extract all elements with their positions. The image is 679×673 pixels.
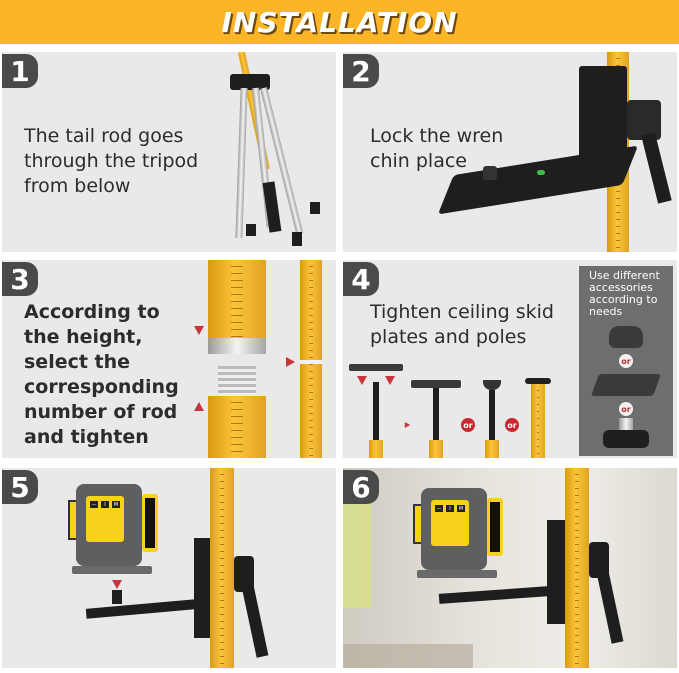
step-4-text: Tighten ceiling skid plates and poles (370, 301, 554, 348)
laser-button: M (457, 505, 465, 512)
clamp-lever (641, 132, 672, 204)
laser-button: I (101, 501, 109, 508)
worker-figure (343, 488, 371, 608)
or-badge: or (461, 418, 475, 432)
arrow-down-icon (194, 326, 204, 335)
step-3-panel: 3 According to the height, select the co… (2, 260, 336, 458)
upper-rod-segment (208, 260, 266, 338)
banner-title: INSTALLATION (221, 5, 458, 39)
step-number-badge: 1 (2, 54, 38, 88)
threaded-connector (218, 366, 256, 396)
step-2-panel: 2 Lock the wren chin place (343, 52, 677, 252)
adapter-tip (619, 418, 633, 430)
rod-collar (208, 338, 266, 354)
pole-stem (373, 382, 379, 444)
laser-button: — (90, 501, 98, 508)
pole-yellow (485, 440, 499, 458)
tripod-head (230, 74, 270, 90)
accessories-note: Use different accessories according to n… (589, 269, 660, 318)
step-3-text: According to the height, select the corr… (24, 301, 179, 448)
step-4-panel: 4 Tighten ceiling skid plates and poles … (343, 260, 677, 458)
laser-button: M (112, 501, 120, 508)
step-number-badge: 3 (2, 262, 38, 296)
pole-stem (433, 388, 439, 444)
tripod-leg (235, 87, 248, 239)
clamp-head (589, 542, 609, 578)
yellow-rod (210, 468, 234, 668)
or-badge: or (619, 402, 633, 416)
step-number-badge: 6 (343, 470, 379, 504)
step-1-panel: 1 The tail rod goes through the tripod f… (2, 52, 336, 252)
yellow-rod (565, 468, 589, 668)
or-badge: or (505, 418, 519, 432)
construction-background (343, 468, 677, 668)
clamp-head (234, 556, 254, 592)
floor-materials (343, 644, 473, 668)
rod-joint (300, 360, 322, 364)
clamp-head (627, 100, 661, 140)
pole-yellow (531, 384, 545, 458)
ceiling-plate-attached (411, 380, 461, 388)
or-badge: or (619, 354, 633, 368)
top-cap (525, 378, 551, 384)
pole-stem (489, 390, 495, 444)
arrow-down-icon (385, 376, 395, 385)
bracket-vertical-plate (194, 538, 210, 638)
bracket-vertical-plate (547, 520, 565, 624)
step-2-text: Lock the wren chin place (370, 125, 504, 172)
lower-rod-segment (208, 396, 266, 458)
laser-control-panel: — I M (431, 500, 469, 546)
laser-button: I (446, 505, 454, 512)
laser-level-device: — I M (411, 482, 503, 578)
step-number-badge: 2 (343, 54, 379, 88)
laser-button: — (435, 505, 443, 512)
laser-control-panel: — I M (86, 496, 124, 542)
ceiling-plate (349, 364, 403, 371)
arrow-up-icon (194, 402, 204, 411)
round-base-accessory (603, 430, 649, 448)
arrow-down-icon (357, 376, 367, 385)
pole-yellow (369, 440, 383, 458)
step-number-badge: 4 (343, 262, 379, 296)
bubble-level (537, 170, 545, 175)
tripod-foot (292, 232, 302, 246)
mounting-arm (85, 599, 197, 619)
mounting-screw (112, 590, 122, 604)
ceiling-plate-accessory (590, 374, 662, 396)
assembled-rod (300, 260, 322, 458)
pole-yellow (429, 440, 443, 458)
step-6-panel: 6 — I M (343, 468, 677, 668)
arrow-right-icon (286, 357, 295, 367)
installation-banner: INSTALLATION (0, 0, 679, 44)
rubber-cup-head (483, 380, 501, 390)
step-number-badge: 5 (2, 470, 38, 504)
clamp-lever (242, 586, 269, 658)
step-5-panel: 5 — I M (2, 468, 336, 668)
tripod-foot (310, 202, 320, 214)
rubber-foot-accessory (609, 326, 643, 348)
accessories-box: Use different accessories according to n… (579, 266, 673, 456)
step-1-text: The tail rod goes through the tripod fro… (24, 125, 199, 197)
laser-level-device: — I M (66, 478, 158, 574)
tripod-foot (246, 224, 256, 236)
mounting-screw (483, 166, 497, 180)
arrow-down-icon (112, 580, 122, 589)
arrow-right-icon (404, 422, 411, 428)
